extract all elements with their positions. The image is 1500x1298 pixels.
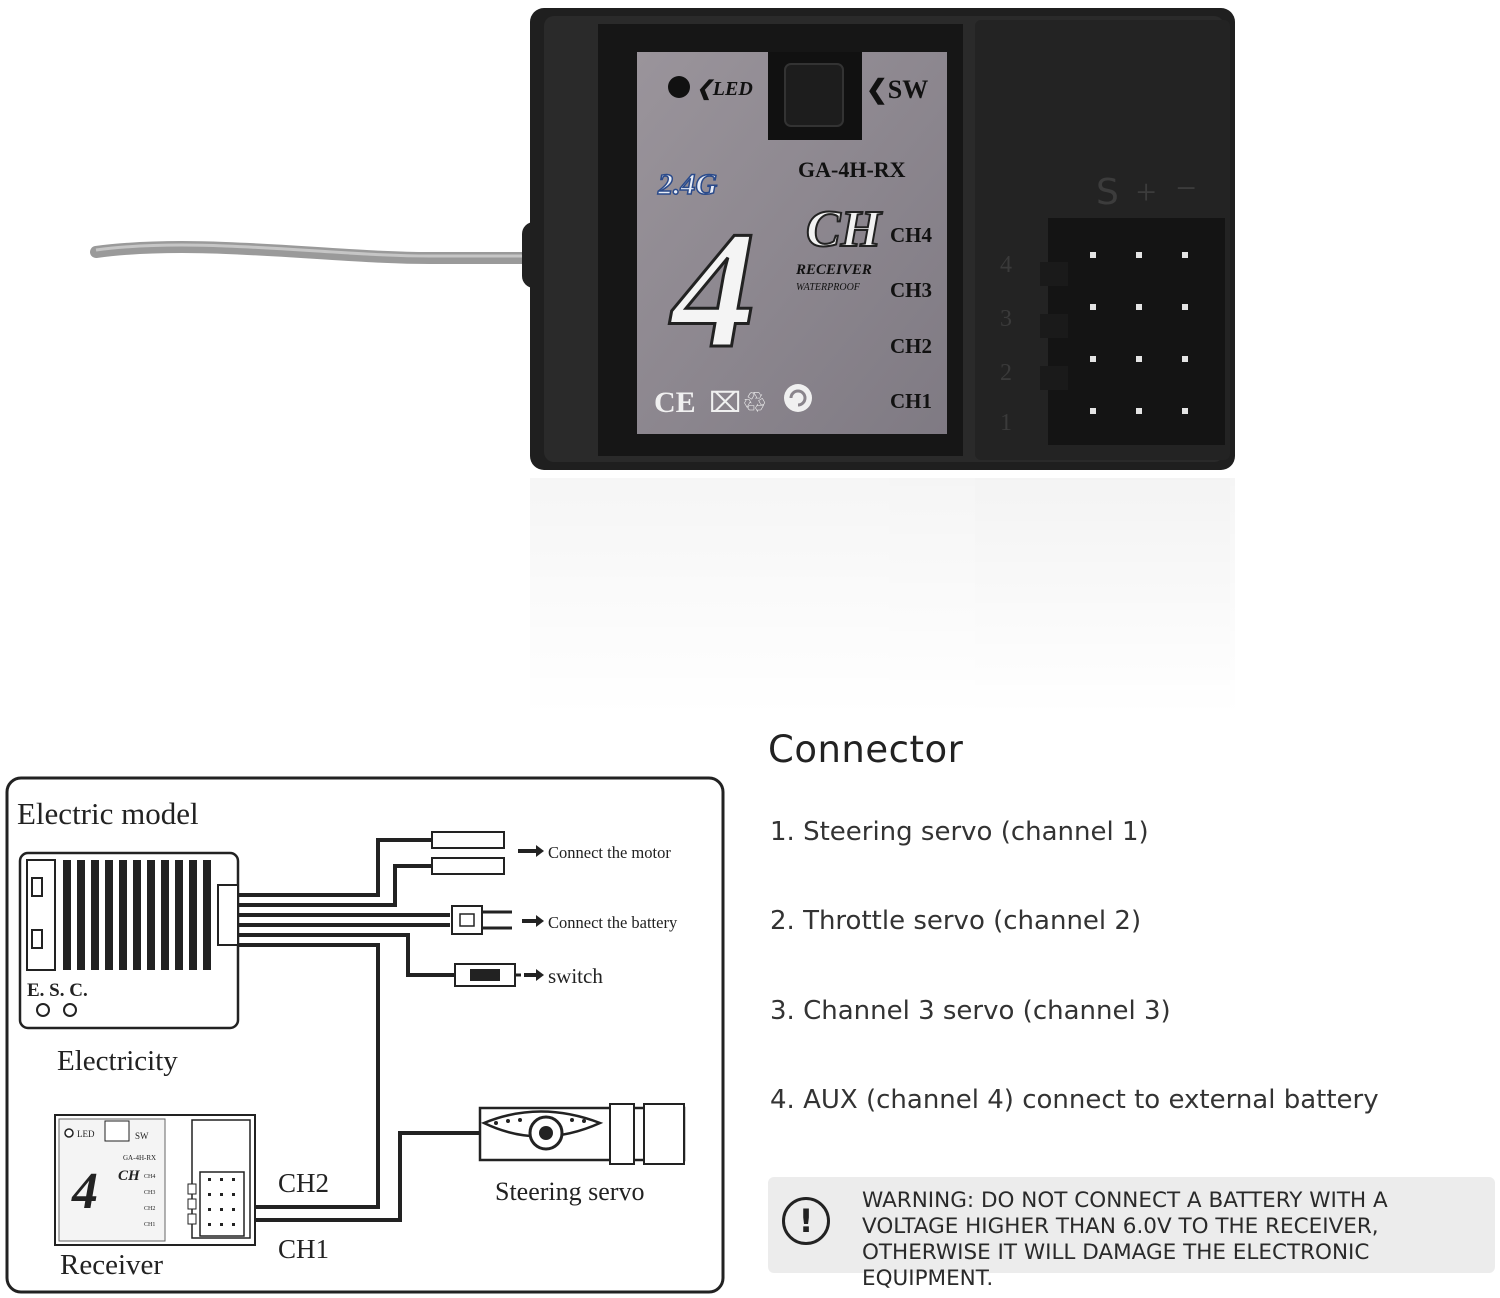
ce-mark: CE [654,386,696,419]
svg-text:SW: SW [135,1131,149,1141]
switch-label: switch [548,964,603,988]
frequency-badge: 2.4G [657,168,718,201]
ch1-label: CH1 [278,1234,329,1264]
svg-text:4: 4 [71,1163,98,1220]
svg-text:+: + [1136,172,1156,212]
svg-text:2: 2 [1000,360,1012,386]
esc-wires [238,838,455,1209]
svg-text:1: 1 [1000,410,1012,436]
connector-item: 1. Steering servo (channel 1) [770,817,1149,847]
connector-heading: Connector [768,728,964,771]
svg-text:CH3: CH3 [144,1190,155,1196]
diagram-title: Electric model [17,796,199,831]
green-dot-icon [784,384,812,412]
warning-box: ! WARNING: DO NOT CONNECT A BATTERY WITH… [768,1177,1495,1291]
connector-section: Connector 1. Steering servo (channel 1) … [768,728,1488,1115]
svg-text:LED: LED [77,1129,95,1139]
svg-text:CH4: CH4 [144,1174,155,1180]
sw-button [784,63,844,127]
receiver-label: Receiver [60,1249,163,1281]
pin-grid [1090,252,1188,414]
warning-text: WARNING: DO NOT CONNECT A BATTERY WITH A… [862,1188,1388,1291]
led-indicator [668,76,690,98]
connector-item: 3. Channel 3 servo (channel 3) [770,996,1171,1026]
label-ch3: CH3 [890,278,932,302]
mini-receiver-icon: LED SW GA-4H-RX 4 CH CH4 CH3 CH2 CH1 [54,1114,256,1246]
connector-item: 4. AUX (channel 4) connect to external b… [770,1085,1379,1115]
svg-text:❮LED: ❮LED [696,78,753,101]
svg-text:GA-4H-RX: GA-4H-RX [123,1154,156,1162]
svg-text:❮SW: ❮SW [866,75,928,105]
svg-text:4: 4 [1000,252,1012,278]
steering-servo-icon [478,1103,686,1165]
electricity-label: Electricity [57,1045,178,1077]
svg-text:3: 3 [1000,306,1012,332]
connector-item: 2. Throttle servo (channel 2) [770,906,1142,936]
exclamation-icon: ! [782,1197,830,1245]
model-number: GA-4H-RX [798,157,906,182]
big-4: 4 [669,197,756,383]
svg-text:CH: CH [118,1168,141,1184]
motor-plug-a [431,831,505,849]
motor-plug-b [431,857,505,875]
ch-suffix: CH [806,201,883,258]
receiver-photo: ❮LED ❮SW 2.4G GA-4H-RX 4 CH RECEIVER WAT… [90,8,1250,716]
wiring-diagram: Electric model E. S. C. Electricity Conn… [5,776,725,1294]
svg-text:CH1: CH1 [144,1222,155,1228]
steering-servo-label: Steering servo [495,1177,644,1206]
svg-text:E. S. C.: E. S. C. [27,980,88,1001]
label-ch4: CH4 [890,223,933,247]
label-ch2: CH2 [890,334,932,358]
svg-text:−: − [1176,168,1196,208]
recycle-icon: ♲ [742,388,767,419]
label-ch1: CH1 [890,389,932,413]
esc-unit: E. S. C. [18,851,240,1030]
connect-motor-label: Connect the motor [548,843,671,862]
antenna-wire [90,241,536,264]
svg-text:WATERPROOF: WATERPROOF [796,282,861,293]
ch2-label: CH2 [278,1168,329,1198]
svg-text:S: S [1096,172,1119,213]
svg-text:RECEIVER: RECEIVER [795,262,872,278]
connect-battery-label: Connect the battery [548,913,678,932]
svg-text:CH2: CH2 [144,1206,155,1212]
weee-icon: ⌧ [709,388,741,419]
